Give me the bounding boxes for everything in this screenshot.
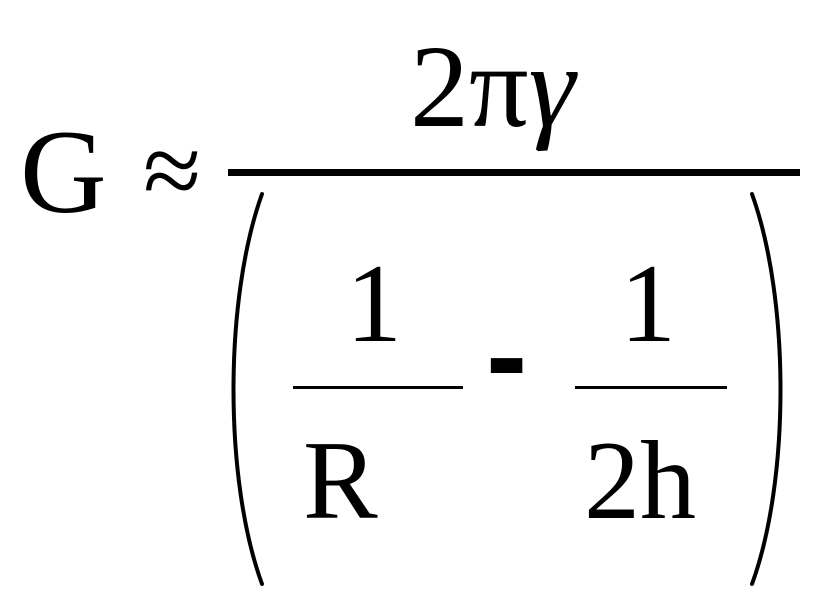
left-parenthesis [231, 192, 264, 586]
left-fraction-denominator: R [303, 419, 378, 543]
left-fraction-bar [293, 386, 463, 389]
gamma-symbol: γ [528, 21, 576, 152]
approx-symbol: ≈ [143, 112, 202, 229]
right-fraction-numerator: 1 [620, 242, 676, 366]
right-parenthesis [750, 192, 783, 586]
main-fraction-bar [228, 169, 800, 176]
formula-lhs: G [20, 105, 107, 238]
left-fraction-numerator: 1 [346, 242, 402, 366]
fraction-numerator: 2πγ [410, 28, 575, 146]
numerator-prefix: 2π [410, 21, 529, 152]
minus-operator: - [486, 287, 528, 425]
right-fraction-denominator: 2h [584, 419, 696, 543]
right-fraction-bar [575, 386, 727, 389]
